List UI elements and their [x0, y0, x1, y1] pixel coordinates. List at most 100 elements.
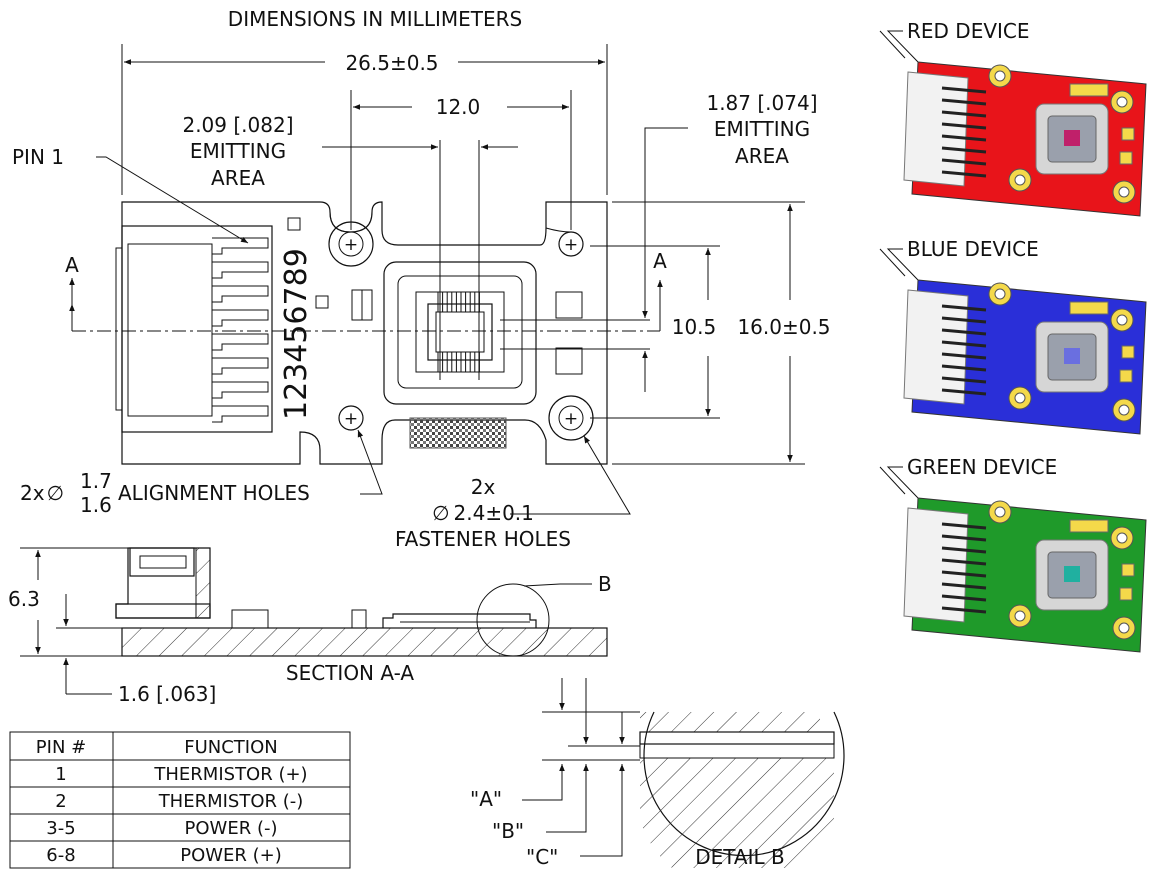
align-qty: 2x	[20, 481, 45, 505]
device-pin	[941, 388, 987, 396]
connector-pin	[212, 357, 269, 375]
connector-housing	[121, 225, 273, 433]
device-pin	[941, 110, 987, 118]
device-pin	[941, 558, 987, 566]
device-hole	[1116, 96, 1128, 108]
device-callout-line	[879, 30, 906, 59]
device-pin	[941, 122, 987, 130]
connector-pin	[212, 381, 269, 399]
pcb-thk-in: .063	[164, 682, 209, 706]
detail-b-view: "A" "B" "C" DETAIL B	[470, 678, 845, 869]
device-pin	[941, 546, 987, 554]
fastener-hole-top-left	[328, 221, 374, 267]
device-pin	[941, 594, 987, 602]
device-hole	[1118, 186, 1130, 198]
hole-span-v-label: 10.5	[672, 315, 717, 339]
device-hole	[1014, 174, 1026, 186]
connector-pin	[212, 333, 269, 351]
pin-table-row-pin: 6-8	[46, 845, 75, 866]
overall-width-label: 26.5±0.5	[345, 51, 438, 75]
connector-pin	[212, 237, 269, 255]
device-pad	[1121, 563, 1135, 577]
device-label: RED DEVICE	[907, 19, 1030, 43]
svg-text:1.6 [.063]: 1.6 [.063]	[118, 682, 216, 706]
svg-text:2x∅: 2x∅	[20, 481, 64, 505]
align-lower: 1.6	[80, 493, 112, 517]
device-pin	[941, 134, 987, 142]
device-pin	[941, 328, 987, 336]
align-upper: 1.7	[80, 469, 112, 493]
hole-spacing-label: 12.0	[436, 95, 481, 119]
alignment-hole-bottom-left	[338, 405, 364, 431]
fast-dia: 2.4±0.1	[454, 501, 534, 525]
device-pin	[941, 304, 987, 312]
device-hole	[1118, 622, 1130, 634]
emit-v-word2: AREA	[735, 144, 789, 168]
emitting-area-vertical: 1.87 [.074] EMITTING AREA	[500, 91, 818, 392]
pin-table-row-function: THERMISTOR (-)	[158, 791, 304, 812]
device-hole	[994, 506, 1006, 518]
fast-dia-symbol: ∅	[432, 501, 449, 525]
device-callout-line	[879, 466, 906, 495]
emit-v-mm: 1.87	[706, 91, 751, 115]
connector-pin	[212, 261, 269, 279]
align-label: ALIGNMENT HOLES	[118, 481, 310, 505]
pin-digits: 123456789	[279, 248, 314, 420]
led-package	[383, 261, 537, 405]
device-pad	[1069, 301, 1109, 315]
connector-pin	[212, 285, 269, 303]
emit-h-word2: AREA	[211, 166, 265, 190]
detail-b-circle	[476, 583, 550, 657]
pin-table-row-function: POWER (-)	[185, 818, 278, 839]
detail-ref-label: B	[598, 572, 612, 596]
device-hole	[994, 70, 1006, 82]
fastener-hole-bottom-right	[548, 395, 594, 441]
device-hole	[994, 288, 1006, 300]
emit-h-mm: 2.09	[182, 113, 227, 137]
svg-text:+: +	[564, 409, 578, 429]
device-hole	[1014, 392, 1026, 404]
device-pin	[941, 376, 987, 384]
device-pad	[1069, 519, 1109, 533]
barcode	[409, 417, 507, 449]
section-mark-left: A	[65, 253, 79, 277]
device-pad	[1069, 83, 1109, 97]
device-callout-line	[879, 248, 906, 277]
svg-text:+: +	[344, 409, 358, 429]
svg-text:∅2.4±0.1: ∅2.4±0.1	[432, 501, 534, 525]
emit-v-word1: EMITTING	[714, 117, 810, 141]
section-view: B 6.3 1.6 [.063] SECTION A-A	[8, 547, 612, 706]
overall-width-dimension: 26.5±0.5	[121, 44, 608, 195]
device-pin	[941, 534, 987, 542]
pin-table-row-function: THERMISTOR (+)	[153, 764, 307, 785]
device-pad	[1121, 345, 1135, 359]
vertical-dimensions: 10.5 16.0±0.5	[590, 201, 831, 465]
device-pin	[941, 606, 987, 614]
pin-table: PIN # FUNCTION 1 THERMISTOR (+) 2 THERMI…	[9, 731, 351, 869]
emit-h-word1: EMITTING	[190, 139, 286, 163]
device-label: BLUE DEVICE	[907, 237, 1039, 261]
device-render: BLUE DEVICE	[879, 237, 1147, 435]
detail-title: DETAIL B	[695, 845, 785, 869]
svg-text:+: +	[564, 235, 578, 255]
device-hole	[1118, 404, 1130, 416]
section-mark-right: A	[653, 249, 667, 273]
device-pin	[941, 340, 987, 348]
device-led-die	[1064, 130, 1080, 146]
pcb-section	[121, 627, 608, 657]
device-hole	[1116, 314, 1128, 326]
device-pin	[941, 98, 987, 106]
device-pin	[941, 582, 987, 590]
detail-a-label: "A"	[470, 787, 502, 811]
pin-table-row-pin: 1	[55, 764, 66, 785]
device-pin	[941, 352, 987, 360]
top-view-board: 123456789 + + + + A A	[65, 201, 667, 465]
connector-pins	[212, 237, 269, 423]
pin-table-row-function: POWER (+)	[180, 845, 282, 866]
pin-table-row-pin: 2	[55, 791, 66, 812]
device-pin	[941, 570, 987, 578]
device-pad	[1119, 151, 1133, 165]
device-pad	[1119, 369, 1133, 383]
fast-qty: 2x	[471, 475, 496, 499]
fast-label: FASTENER HOLES	[395, 527, 571, 551]
